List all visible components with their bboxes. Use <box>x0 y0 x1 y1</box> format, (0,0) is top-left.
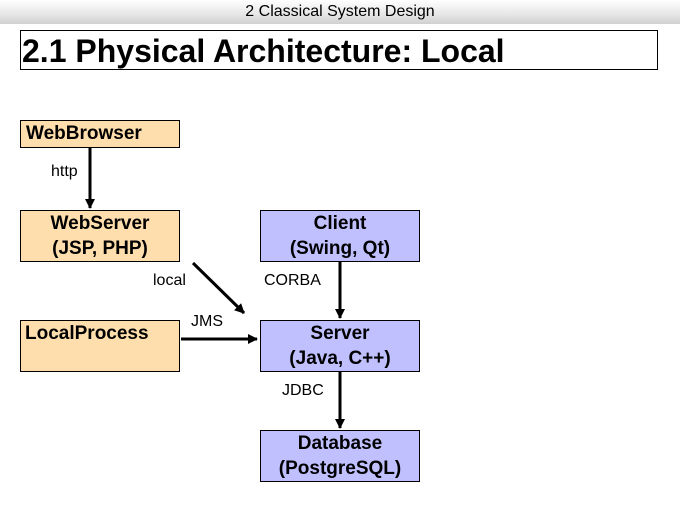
edge-label-jdbc: JDBC <box>282 382 324 399</box>
node-client: Client (Swing, Qt) <box>260 210 420 262</box>
node-localprocess-label: LocalProcess <box>25 323 149 344</box>
node-localprocess: LocalProcess <box>20 320 180 372</box>
edge-label-http: http <box>51 163 78 180</box>
node-server-name: Server <box>310 323 370 344</box>
edge-label-corba: CORBA <box>264 272 321 289</box>
slide-title: 2.1 Physical Architecture: Local <box>20 30 658 70</box>
node-webbrowser-label: WebBrowser <box>26 123 142 144</box>
node-webbrowser: WebBrowser <box>20 120 180 148</box>
node-server-tech: (Java, C++) <box>289 348 391 369</box>
node-database: Database (PostgreSQL) <box>260 430 420 482</box>
node-server: Server (Java, C++) <box>260 320 420 372</box>
arrow-local <box>191 261 246 315</box>
node-webserver: WebServer (JSP, PHP) <box>20 210 180 262</box>
node-client-tech: (Swing, Qt) <box>289 238 391 259</box>
node-client-name: Client <box>313 213 367 234</box>
slide-header: 2 Classical System Design <box>0 0 680 24</box>
node-webserver-name: WebServer <box>50 213 150 234</box>
node-database-name: Database <box>297 433 383 454</box>
node-database-tech: (PostgreSQL) <box>278 458 402 479</box>
edge-label-local: local <box>153 272 186 289</box>
edge-label-jms: JMS <box>191 313 223 330</box>
node-webserver-tech: (JSP, PHP) <box>52 238 148 259</box>
